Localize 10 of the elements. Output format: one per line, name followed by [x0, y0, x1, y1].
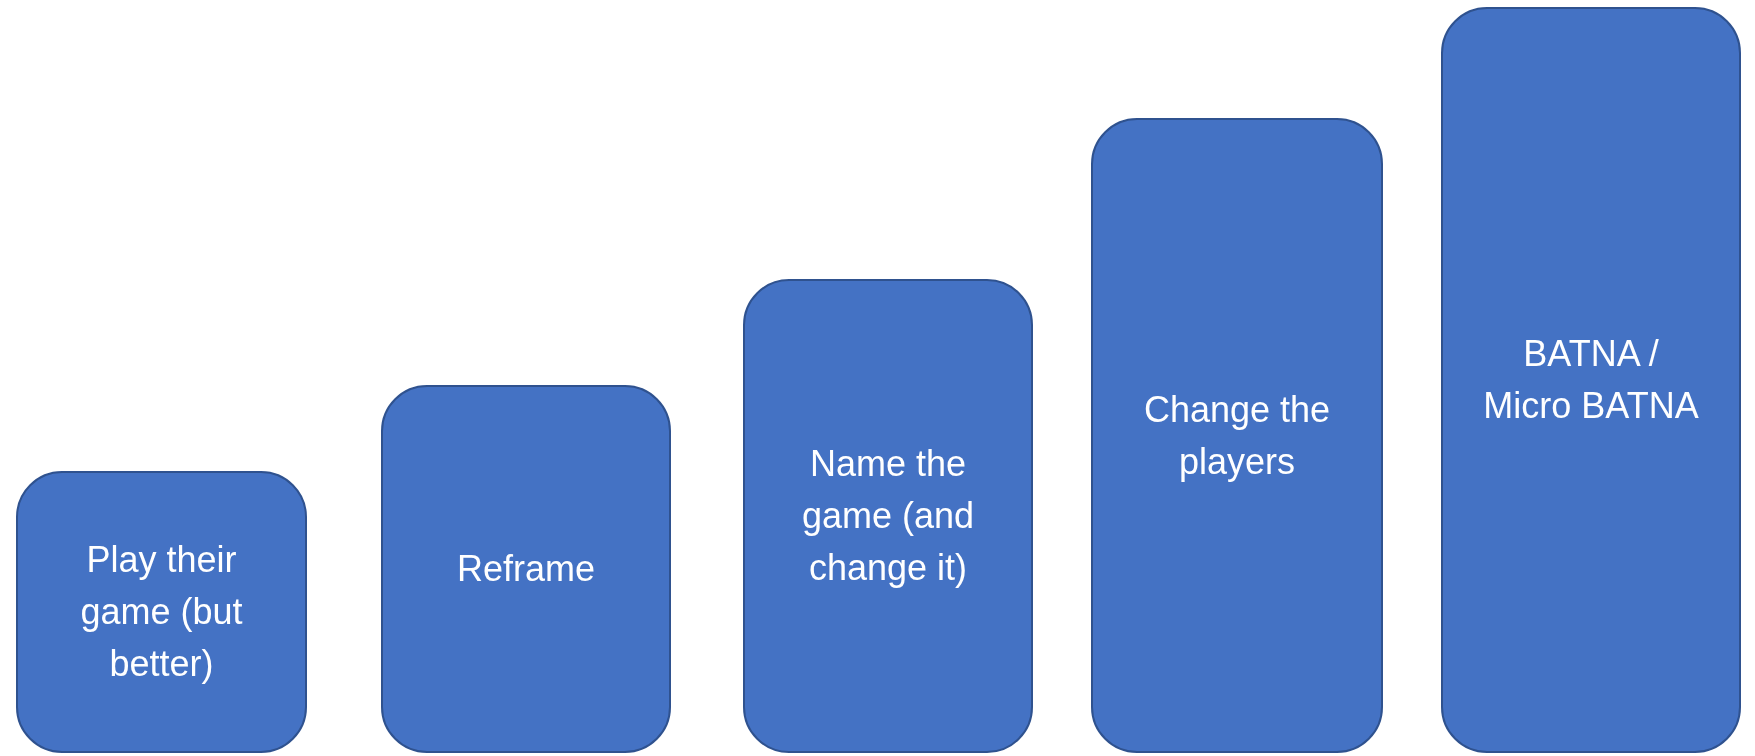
step-box: [381, 385, 671, 753]
step-label: Change the players: [1142, 387, 1332, 484]
step-box: [743, 279, 1033, 753]
step-label: Play their game (but better): [79, 538, 244, 686]
step-label: Name the game (and change it): [800, 442, 976, 590]
step-box: [1091, 118, 1383, 753]
step-box: [16, 471, 307, 753]
step-box: [1441, 7, 1741, 753]
step-label: Reframe: [455, 547, 596, 591]
step-label: BATNA / Micro BATNA: [1482, 332, 1700, 428]
